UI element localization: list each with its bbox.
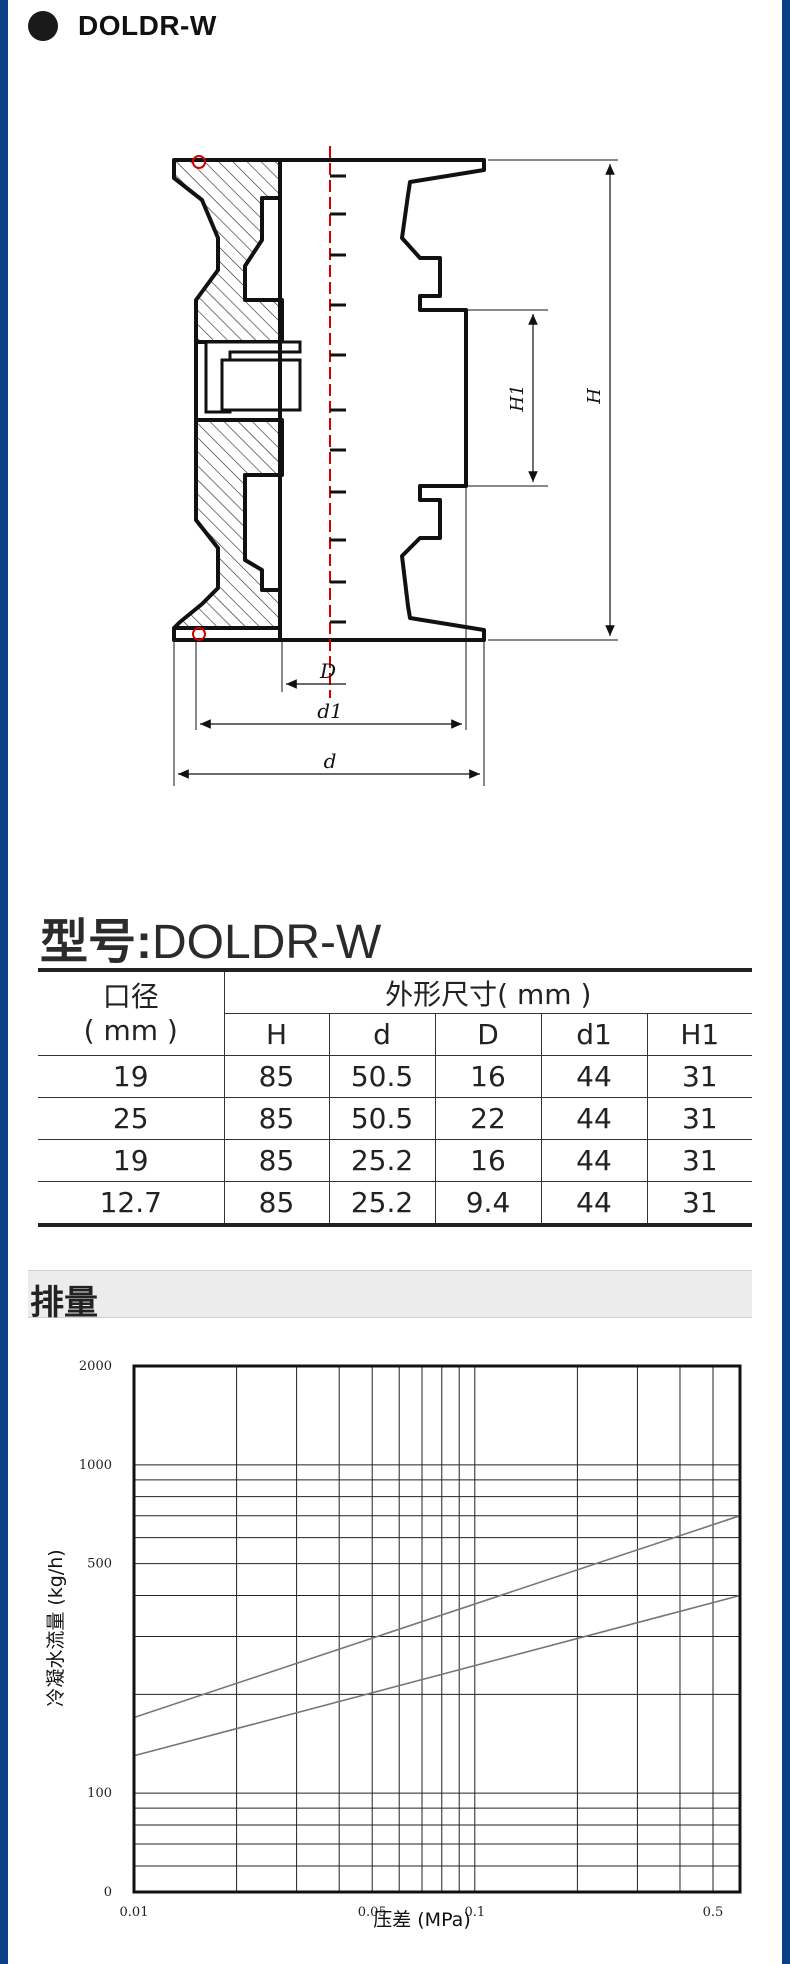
inner-tick-marks	[330, 174, 346, 624]
table-cell: 19	[38, 1139, 224, 1182]
y-tick-label: 500	[87, 1557, 112, 1572]
page-header: DOLDR-W	[28, 6, 217, 46]
table-cell: 85	[223, 1097, 329, 1140]
o-ring-top	[192, 155, 206, 169]
table-cell: 85	[223, 1139, 329, 1182]
column-header: d1	[540, 1013, 647, 1056]
table-cell: 85	[223, 1181, 329, 1227]
y-axis-title: 冷凝水流量 (kg/h)	[45, 1549, 67, 1706]
dim-h-label: H	[584, 388, 605, 405]
section-title: 排量	[30, 1283, 98, 1323]
series-line	[133, 1514, 741, 1719]
plot-frame	[132, 1364, 742, 1894]
x-axis-title: 压差 (MPa)	[373, 1909, 471, 1931]
table-cell: 22	[434, 1097, 541, 1140]
dim-d1-label: d1	[317, 699, 343, 723]
table-row: 19 85 25.2 16 44 31	[38, 1139, 753, 1182]
chart-series	[133, 1514, 741, 1757]
table-cell: 9.4	[434, 1181, 541, 1227]
table-cell: 25.2	[328, 1181, 435, 1227]
o-ring-bottom	[192, 627, 206, 641]
y-tick-label: 100	[87, 1786, 112, 1801]
dim-d1: d1	[195, 486, 467, 730]
table-cell: 44	[540, 1097, 647, 1140]
dim-h1: H1	[468, 309, 548, 487]
column-header: H1	[646, 1013, 753, 1056]
y-tick-label: 2000	[79, 1359, 112, 1374]
table-cell: 31	[646, 1055, 753, 1098]
page-frame-left	[0, 0, 8, 1964]
column-header: D	[434, 1013, 541, 1056]
dim-h: H	[488, 159, 618, 641]
table-cell: 31	[646, 1097, 753, 1140]
page-frame-right	[782, 0, 790, 1964]
table-cell: 50.5	[328, 1055, 435, 1098]
x-tick-label: 0.5	[703, 1905, 724, 1920]
column-header: d	[328, 1013, 435, 1056]
table-cell: 16	[434, 1055, 541, 1098]
section-bar: 排量	[28, 1270, 752, 1323]
flow-chart: 0.01 0.05 0.1 0.5 0 100 500 1000 2000 冷凝水流量 (kg/…	[45, 1359, 742, 1931]
model-label: 型号:	[40, 916, 152, 969]
dimension-drawing: H H1 D d1 d	[172, 146, 618, 786]
table-row: 19 85 50.5 16 44 31	[38, 1055, 753, 1098]
model-value: DOLDR-W	[152, 916, 382, 969]
dim-d: d	[173, 640, 485, 786]
table-cell: 12.7	[38, 1181, 224, 1227]
column-header: H	[223, 1013, 329, 1056]
table-row: 25 85 50.5 22 44 31	[38, 1097, 753, 1140]
x-tick-label: 0.1	[464, 1905, 485, 1920]
caliber-header-line1: 口径	[102, 979, 159, 1013]
chart-grid	[133, 1366, 741, 1892]
table-cell: 31	[646, 1139, 753, 1182]
dimension-header: 外形尺寸( mm )	[223, 968, 753, 1014]
table-cell: 25	[38, 1097, 224, 1140]
y-tick-label: 1000	[79, 1458, 112, 1473]
y-tick-label: 0	[104, 1885, 112, 1900]
table-cell: 44	[540, 1181, 647, 1227]
table-cell: 31	[646, 1181, 753, 1227]
table-header-row: 口径 ( mm ) 外形尺寸( mm )	[38, 968, 753, 1056]
table-cell: 85	[223, 1055, 329, 1098]
table-subheader-row: H d D d1 H1	[38, 1013, 753, 1056]
table-cell: 25.2	[328, 1139, 435, 1182]
dim-d-small-label: D	[319, 659, 336, 683]
spec-table: 口径 ( mm ) 外形尺寸( mm ) H d D d1 H1 19 85 5…	[38, 968, 753, 1227]
table-cell: 44	[540, 1055, 647, 1098]
dim-d-label: d	[324, 749, 337, 773]
caliber-header: 口径 ( mm )	[38, 968, 224, 1056]
chart-ticks: 0.01 0.05 0.1 0.5 0 100 500 1000 2000	[79, 1359, 723, 1920]
dim-d-small: D	[281, 640, 346, 692]
header-title: DOLDR-W	[78, 10, 217, 41]
dim-h1-label: H1	[507, 384, 528, 412]
table-row: 12.7 85 25.2 9.4 44 31	[38, 1181, 753, 1227]
table-cell: 44	[540, 1139, 647, 1182]
x-tick-label: 0.01	[120, 1905, 149, 1920]
x-tick-label: 0.05	[358, 1905, 387, 1920]
bullet-dot-icon	[28, 11, 58, 41]
caliber-header-line2: ( mm )	[83, 1013, 178, 1047]
table-cell: 16	[434, 1139, 541, 1182]
model-line: 型号:DOLDR-W	[40, 902, 381, 972]
table-cell: 50.5	[328, 1097, 435, 1140]
series-line	[133, 1594, 741, 1757]
table-cell: 19	[38, 1055, 224, 1098]
